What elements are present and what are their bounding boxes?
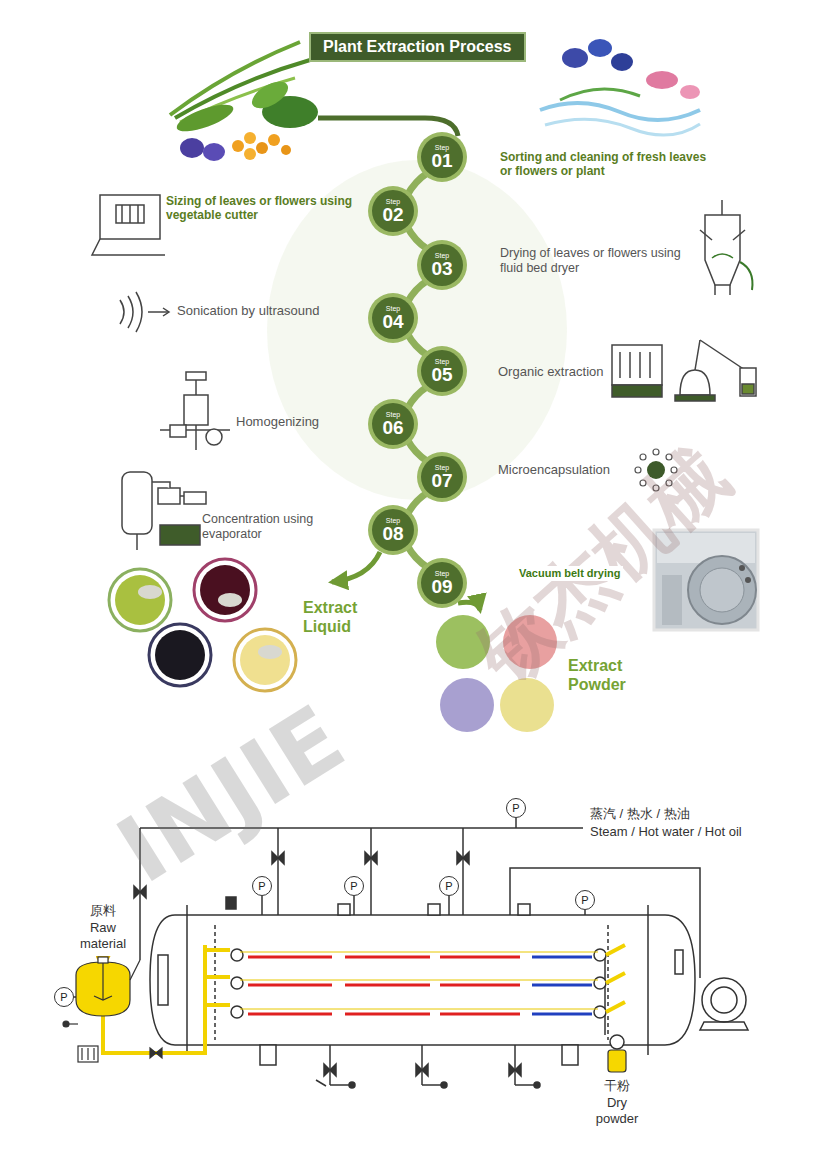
text-label: 干粉 [587,1078,647,1094]
text-label: Homogenizing [236,414,356,430]
dryer-picture [700,200,753,295]
step-word: Step [386,305,400,312]
step-word: Step [435,464,449,471]
step-connector [407,439,427,461]
step-circle: Step07 [421,456,463,498]
step-word: Step [386,517,400,524]
step-word: Step [435,570,449,577]
plant-picture [170,42,318,161]
step-connector [407,492,427,514]
text-label: Concentration using evaporator [202,512,342,542]
ultrasound-picture [120,292,169,332]
title: Plant Extraction Process [323,38,512,56]
pressure-gauge: P [439,876,459,896]
text-label: Extract Liquid [303,598,383,636]
pressure-gauge: P [252,876,272,896]
step-connector [407,386,427,408]
washing-picture [540,39,700,135]
step-word: Step [435,144,449,151]
step-number: 01 [431,151,452,170]
step-circle: Step01 [421,136,463,178]
feed-line [103,945,625,1053]
step-word: Step [386,411,400,418]
pressure-gauge: P [575,890,595,910]
text-label: Drying of leaves or flowers using fluid … [500,246,682,276]
pressure-gauge: P [506,798,526,818]
text-label: Extract Powder [568,656,648,694]
step-circle: Step06 [372,403,414,445]
text-label: Microencapsulation [498,462,628,478]
step-circle: Step03 [421,244,463,286]
gauge-letter: P [350,881,357,892]
step-connector [407,545,427,567]
step-connector [407,227,428,250]
extraction-picture [612,340,756,401]
pressure-gauge: P [54,987,74,1007]
text-label: Steam / Hot water / Hot oil [590,824,810,840]
step-number: 03 [431,259,452,278]
liquid-samples [109,559,296,691]
text-label: Sizing of leaves or flowers using vegeta… [166,194,356,223]
gauge-letter: P [445,881,452,892]
step-connector [407,280,427,302]
gauge-letter: P [258,881,265,892]
evaporator-picture [122,472,206,550]
text-label: Organic extraction [498,364,608,380]
step-number: 08 [382,524,403,543]
heating-plates [240,952,598,1014]
cutter-picture [92,195,165,255]
step-number: 07 [431,471,452,490]
gauge-letter: P [512,803,519,814]
text-label: Raw material [73,920,133,951]
title-box: Plant Extraction Process [309,32,526,62]
step-number: 04 [382,312,403,331]
step-number: 02 [382,205,403,224]
step-number: 09 [431,577,452,596]
step-connector [407,173,428,196]
text-label: Vacuum belt drying [516,566,623,581]
feed-tank [63,957,626,1072]
step-circle: Step02 [372,190,414,232]
text-label: 蒸汽 / 热水 / 热油 [590,806,790,822]
step-number: 06 [382,418,403,437]
step-word: Step [435,252,449,259]
step-circle: Step05 [421,350,463,392]
step-word: Step [435,358,449,365]
text-label: Sonication by ultrasound [177,303,357,319]
step-connector [407,333,427,355]
step-number: 05 [431,365,452,384]
text-label: Sorting and cleaning of fresh leaves or … [500,150,710,179]
text-label: 原料 [73,903,133,919]
text-label: Dry powder [587,1095,647,1126]
gauge-letter: P [581,895,588,906]
watermark: INJIE [99,684,363,906]
gauge-letter: P [60,992,67,1003]
step-circle: Step04 [372,297,414,339]
homogenizer-picture [160,372,230,450]
step-word: Step [386,198,400,205]
pressure-gauge: P [344,876,364,896]
step-circle: Step09 [421,562,463,604]
step-circle: Step08 [372,509,414,551]
